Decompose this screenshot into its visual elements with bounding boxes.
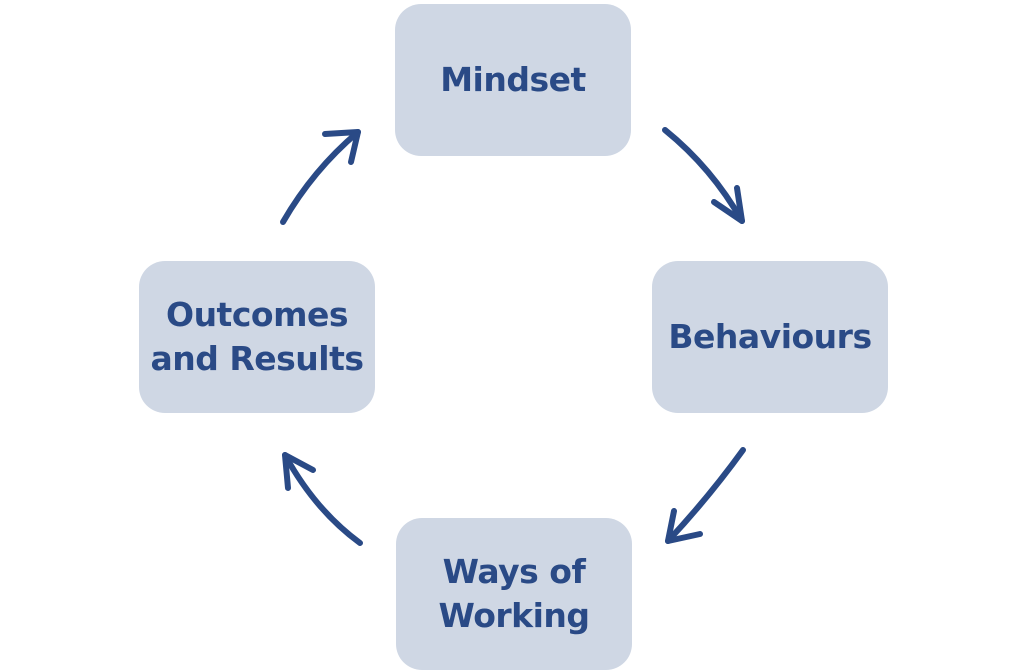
arrow-ways-of-working-to-outcomes: [282, 452, 363, 546]
arrow-behaviours-to-ways-of-working: [665, 447, 746, 544]
arrow-mindset-to-behaviours: [662, 127, 745, 224]
node-outcomes-and-results: Outcomes and Results: [139, 261, 375, 413]
node-ways-of-working-label: Ways of Working: [438, 552, 590, 635]
node-ways-of-working: Ways of Working: [396, 518, 632, 670]
arrow-outcomes-to-mindset: [280, 129, 361, 225]
node-behaviours-label: Behaviours: [668, 317, 872, 356]
node-mindset-label: Mindset: [440, 60, 586, 99]
node-outcomes-and-results-label: Outcomes and Results: [150, 295, 364, 378]
node-behaviours: Behaviours: [652, 261, 888, 413]
node-mindset: Mindset: [395, 4, 631, 156]
